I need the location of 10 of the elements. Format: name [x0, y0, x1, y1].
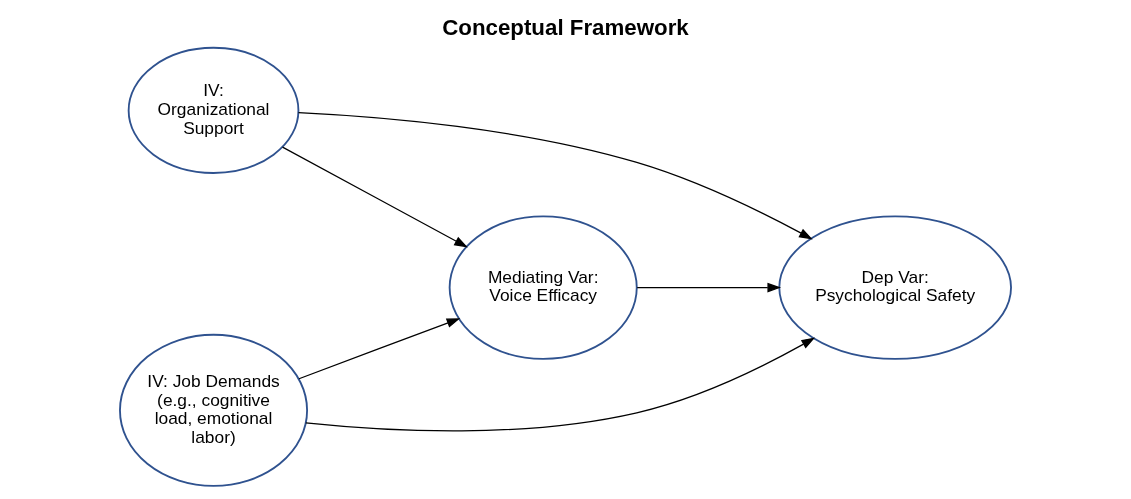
node-ellipse: Dep Var: Psychological Safety: [778, 215, 1012, 360]
arrow: [636, 282, 782, 293]
node-ellipse: Mediating Var: Voice Efficacy: [448, 215, 638, 360]
arrow: [305, 337, 816, 432]
arrow: [297, 112, 813, 240]
arrow: [281, 146, 468, 248]
node-ellipse: IV: Job Demands (e.g., cognitive load, emotional labor): [119, 333, 309, 487]
node-ellipse: IV: Organizational Support: [127, 46, 300, 174]
arrow: [298, 318, 461, 380]
diagram-title: Conceptual Framework: [442, 14, 689, 40]
